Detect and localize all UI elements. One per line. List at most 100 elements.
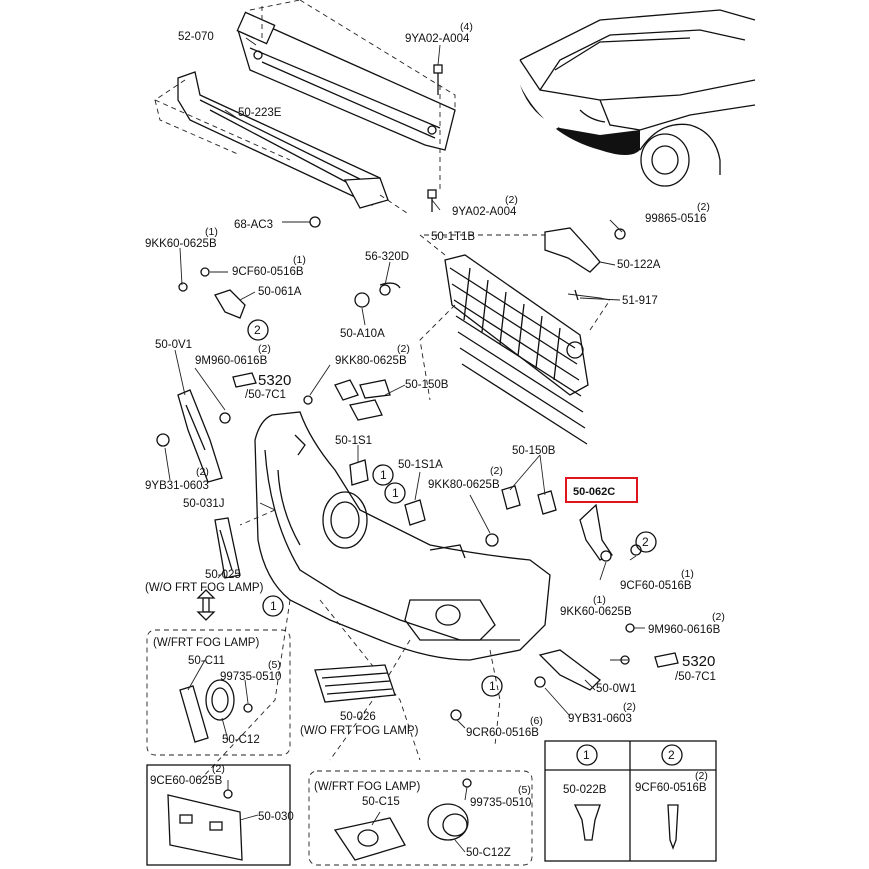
label-w-frt-fog-lamp-bottom: (W/FRT FOG LAMP) <box>314 781 420 793</box>
harness-56-320D <box>354 282 401 308</box>
label-50-061A: 50-061A <box>258 286 302 298</box>
label-50-062C: 50-062C <box>573 486 615 498</box>
qty-9CF60-left: (1) <box>293 254 306 266</box>
fog-opening-right <box>404 599 496 641</box>
label-99735-0510-right: 99735-0510 <box>470 797 531 809</box>
label-9CF60-0516B-left: 9CF60-0516B <box>232 266 304 278</box>
label-50-1S1: 50-1S1 <box>335 435 372 447</box>
clip-50-022B-icon <box>573 804 601 841</box>
label-wo-frt-fog-lamp-left: (W/O FRT FOG LAMP) <box>145 582 264 594</box>
label-52-070: 52-070 <box>178 31 214 43</box>
qty-9M960-left: (2) <box>258 343 271 355</box>
car-illustration <box>519 9 756 187</box>
legend-number-2: 2 <box>668 748 675 762</box>
label-50-223E: 50-223E <box>238 107 282 119</box>
fog-cover-50-026 <box>314 664 396 703</box>
label-9CR60-0516B: 9CR60-0516B <box>466 727 539 739</box>
bracket-50-1S1 <box>349 459 369 486</box>
label-50-0V1: 50-0V1 <box>155 339 192 351</box>
label-9YA02-A004-mid: 9YA02-A004 <box>452 206 517 218</box>
qty-9KK80-mid: (2) <box>490 465 503 477</box>
clip-68-AC3 <box>309 216 321 228</box>
fog-lamp-50-C15 <box>333 778 472 861</box>
side-bracket-50-0W1 <box>534 623 635 691</box>
label-9M960-0616B-left: 9M960-0616B <box>195 355 268 367</box>
callout-number-2: 2 <box>254 323 261 337</box>
label-50-122A: 50-122A <box>617 259 661 271</box>
grille-rib <box>553 327 561 381</box>
label-9CE60-0625B: 9CE60-0625B <box>150 775 223 787</box>
label-5320-right: 5320 <box>682 653 715 670</box>
qty-9YB31-right: (2) <box>623 701 636 713</box>
label-50-1S1A: 50-1S1A <box>398 459 443 471</box>
callout-number-1: 1 <box>270 599 277 613</box>
bolt-9KK80-0625B-mid <box>485 533 499 547</box>
label-9KK80-0625B-mid: 9KK80-0625B <box>428 479 500 491</box>
callout-circles <box>247 319 657 697</box>
label-9CF60-0516B-right: 9CF60-0516B <box>620 580 692 592</box>
leader-lines <box>164 37 645 853</box>
bumper-highlight-shape <box>520 85 640 155</box>
bumper-reinforcement-52-070 <box>236 11 456 151</box>
license-bracket-50-030 <box>167 789 243 861</box>
callout-number-1: 1 <box>392 486 399 500</box>
label-50-031J: 50-031J <box>183 498 225 510</box>
label-5320-left: 5320 <box>258 372 291 389</box>
highlight-box-50-062C <box>565 477 638 503</box>
box-license-plate <box>146 764 291 866</box>
bracket-50-1S1A <box>404 499 426 526</box>
qty-99735-right: (5) <box>518 784 531 796</box>
label-9KK60-0625B-right: 9KK60-0625B <box>560 606 632 618</box>
label-50-0W1: 50-0W1 <box>596 683 636 695</box>
label-50-025: 50-025 <box>205 569 241 581</box>
bracket-50-062C <box>579 503 642 562</box>
grille-slat <box>459 347 586 429</box>
box-w-frt-fog-lamp-left <box>146 629 291 756</box>
label-9YA02-A004-top: 9YA02-A004 <box>405 33 470 45</box>
qty-9CF60-right: (1) <box>681 568 694 580</box>
clip-50-150B-top <box>303 379 391 421</box>
callout-number-1: 1 <box>489 679 496 693</box>
legend-part-9CF60-0516B: 9CF60-0516B <box>635 782 707 794</box>
qty-9CE60: (2) <box>212 763 225 775</box>
label-56-320D: 56-320D <box>365 251 409 263</box>
qty-99865: (2) <box>697 201 710 213</box>
label-9YB31-0603-left: 9YB31-0603 <box>145 480 209 492</box>
legend-part-50-022B: 50-022B <box>563 784 607 796</box>
qty-9YA02-top: (4) <box>460 21 473 33</box>
callout-number-2: 2 <box>642 535 649 549</box>
legend-qty-2: (2) <box>695 770 708 782</box>
fog-cover-50-025 <box>214 517 241 579</box>
label-50-C11: 50-C11 <box>188 655 225 667</box>
grille-rib <box>481 279 489 333</box>
qty-9KK60-right: (1) <box>593 594 606 606</box>
grille-rib <box>517 303 525 357</box>
bolt-9YA02-A004-mid <box>427 189 437 212</box>
label-w-frt-fog-lamp-left: (W/FRT FOG LAMP) <box>153 637 259 649</box>
label-50-150B-mid: 50-150B <box>512 445 556 457</box>
label-9M960-0616B-right: 9M960-0616B <box>648 624 721 636</box>
fog-lamp-50-C11 <box>179 679 253 743</box>
front-bumper-50-031J <box>254 411 551 661</box>
grille-slat <box>449 267 576 349</box>
clip-50-A10A <box>354 292 370 308</box>
qty-9CR60: (6) <box>530 715 543 727</box>
double-arrow-left <box>196 589 216 621</box>
label-99865-0516: 99865-0516 <box>645 213 706 225</box>
bolt-9YA02-A004-top <box>433 64 443 95</box>
qty-99735-left: (5) <box>268 659 281 671</box>
label-50-A10A: 50-A10A <box>340 328 385 340</box>
qty-9KK60-left: (1) <box>205 226 218 238</box>
box-w-frt-fog-lamp-bottom <box>308 770 533 866</box>
label-51-917: 51-917 <box>622 295 658 307</box>
screw-9CF60-0516B-icon <box>667 804 679 850</box>
label-50-C12Z: 50-C12Z <box>466 847 511 859</box>
bracket-50-061A <box>178 267 246 319</box>
label-wo-frt-fog-lamp-center: (W/O FRT FOG LAMP) <box>300 725 419 737</box>
label-50-7C1-left: /50-7C1 <box>245 389 286 401</box>
hand-icon-right <box>654 652 679 668</box>
label-50-030: 50-030 <box>258 811 294 823</box>
label-50-C12: 50-C12 <box>222 734 260 746</box>
part-labels: 52-070 (4) 9YA02-A004 50-223E (2) 9YA02-… <box>145 21 725 859</box>
